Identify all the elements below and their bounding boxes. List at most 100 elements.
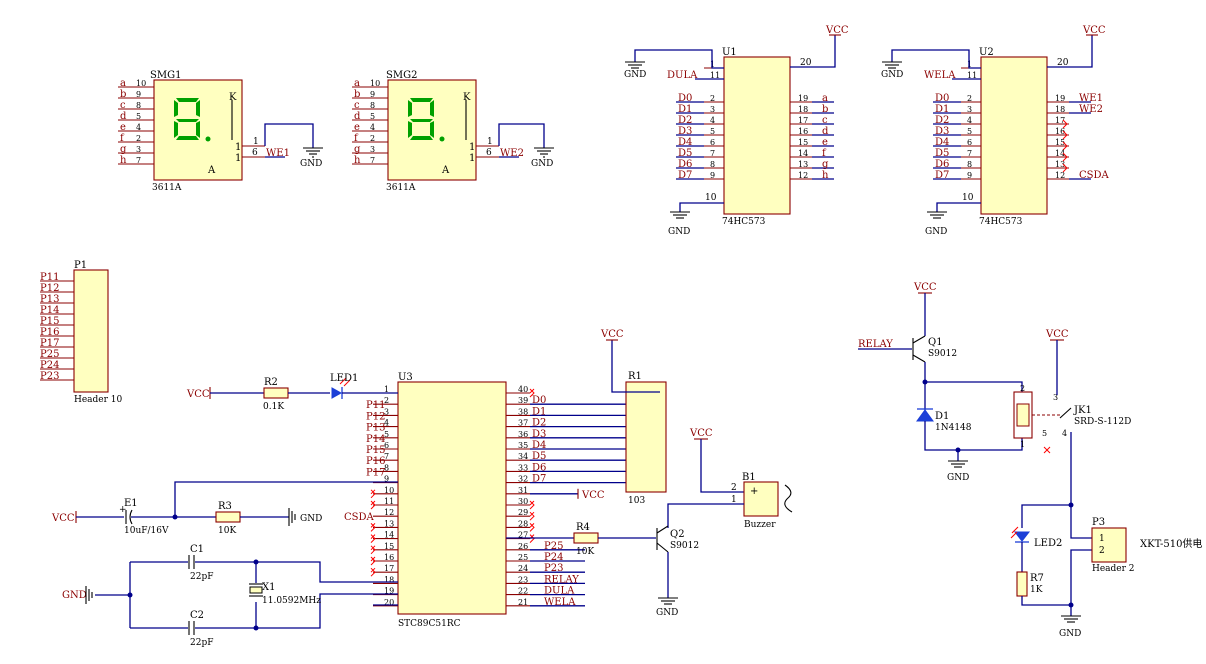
u1-out-net: c [822,115,828,126]
p1-pin-net: P25 [40,349,59,360]
r1-vcc: VCC [600,329,624,340]
u2-in-net: D7 [935,170,949,181]
e1-vcc: VCC [51,513,75,524]
relay-circuit: VCC RELAY Q1 S9012 D1 1N4148 GND 2 1 3 5… [858,282,1202,639]
smg1-pin-net: b [120,89,126,100]
u2-in-net: D0 [935,93,949,104]
r7-gnd: GND [1059,629,1081,639]
u3-left-num: 4 [384,419,389,428]
u3-left-num: 10 [384,486,394,495]
u3-right-net: WELA [544,597,576,608]
u2-out-num: 14 [1055,149,1065,158]
u3-left-num: 1 [384,385,389,394]
u1-in-net: D7 [678,170,692,181]
q2-designator: Q2 [670,529,685,540]
smg2-gnd: GND [531,159,553,169]
u3-left-net: P17 [366,467,385,478]
u2-nc-mark [1062,163,1068,173]
u1-pin-num: 5 [710,127,715,136]
jk1-part: SRD-S-112D [1074,417,1131,427]
u3-nc-mark [370,500,376,510]
u3-right-num: 40 [518,385,528,394]
smg2-pin-net: c [354,100,360,111]
c1-designator: C1 [190,544,204,555]
u3-right-num: 27 [518,531,528,540]
r2-designator: R2 [264,377,278,388]
smg1-pin-num: 2 [136,134,141,143]
svg-text:GND: GND [881,70,903,80]
u1-out-num: 15 [798,138,808,147]
u2-pin-num: 6 [967,138,972,147]
u1-out-num: 13 [798,160,808,169]
u2-out-net: WE2 [1079,104,1103,115]
p3-pin-1: 1 [1099,534,1105,544]
svg-text:1: 1 [487,137,493,147]
svg-text:GND: GND [624,70,646,80]
smg2-pin-net: g [354,144,361,155]
u2-pin-num: 7 [967,149,972,158]
smg2-pin-num: 8 [370,101,375,110]
u3-right-net: D3 [532,429,546,440]
u2-out-num: 17 [1055,116,1065,125]
u2-in-net: D4 [935,137,949,148]
x1-value: 11.0592MHz [262,596,321,606]
u3-right-num: 33 [518,463,528,472]
u1-out-net: b [822,104,828,115]
c1-value: 22pF [190,572,213,582]
u3-right-net: D2 [532,418,546,429]
u3-right-net: P23 [544,563,563,574]
svg-text:1: 1 [469,153,475,164]
r1-designator: R1 [628,371,642,382]
r3-gnd: GND [300,514,322,524]
svg-text:1: 1 [235,153,241,164]
u3-designator: U3 [398,372,413,383]
e1-value: 10uF/16V [124,526,169,536]
u2-gnd: GND [925,227,947,237]
svg-text:1: 1 [253,137,259,147]
b1-pin-2: 2 [731,483,737,493]
u3-left-num: 2 [384,396,389,405]
u3-left-num: 20 [384,598,394,607]
smg2-pin-num: 5 [370,112,375,121]
u2-out-num: 15 [1055,138,1065,147]
smg1-pin-num: 10 [136,79,146,88]
u2-pin-num: 2 [967,94,972,103]
u1-pin-num: 6 [710,138,715,147]
u1-out-num: 18 [798,105,808,114]
u1-out-num: 19 [798,94,808,103]
u1-in-net: D4 [678,137,692,148]
smg2-pin-net: a [354,78,360,89]
u1-pin-num: 9 [710,171,715,180]
u3-nc-mark [370,534,376,543]
smg1-pin-net: a [120,78,126,89]
u1-out-net: f [822,148,827,159]
u2-part: 74HC573 [979,217,1023,227]
e1-designator: E1 [124,498,138,509]
u3-left-net: P12 [366,411,385,422]
p1-pin-net: P24 [40,360,59,371]
smg2-digit [408,98,445,142]
smg1-net: WE1 [266,148,290,159]
smg2-pin-num: 9 [370,90,375,99]
svg-text:A: A [207,165,216,176]
u1-in-net: D2 [678,115,692,126]
u3-left-net: P14 [366,434,385,445]
u1-pin-num: 3 [710,105,715,114]
c2-value: 22pF [190,638,213,648]
u1-out-num: 12 [798,171,808,180]
u3-left-net: CSDA [344,512,375,523]
r4-designator: R4 [576,522,590,533]
u3-right-net: D1 [532,406,546,417]
p3-pin-2: 2 [1099,546,1105,556]
u3-right-net: DULA [544,586,575,597]
u2-latch: U2 74HC573 20 VCC GND WELA 10 GND [881,25,1106,237]
smg2-right-wiring: 1 6 1 1 WE2 GND [469,123,554,169]
svg-text:20: 20 [1057,58,1069,68]
smg2-display: SMG2 3611A K A [386,70,477,193]
buzzer-circuit: VCC 2 1 B1 Buzzer + R4 10K Q2 S9012 GND [506,428,793,618]
smg1-pin-net: f [120,133,125,144]
u1-designator: U1 [722,47,737,58]
reset-circuit: VCC + E1 10uF/16V R3 10K GND [51,481,398,536]
u3-nc-mark [370,567,376,577]
jk1-pin-4: 4 [1062,429,1067,438]
